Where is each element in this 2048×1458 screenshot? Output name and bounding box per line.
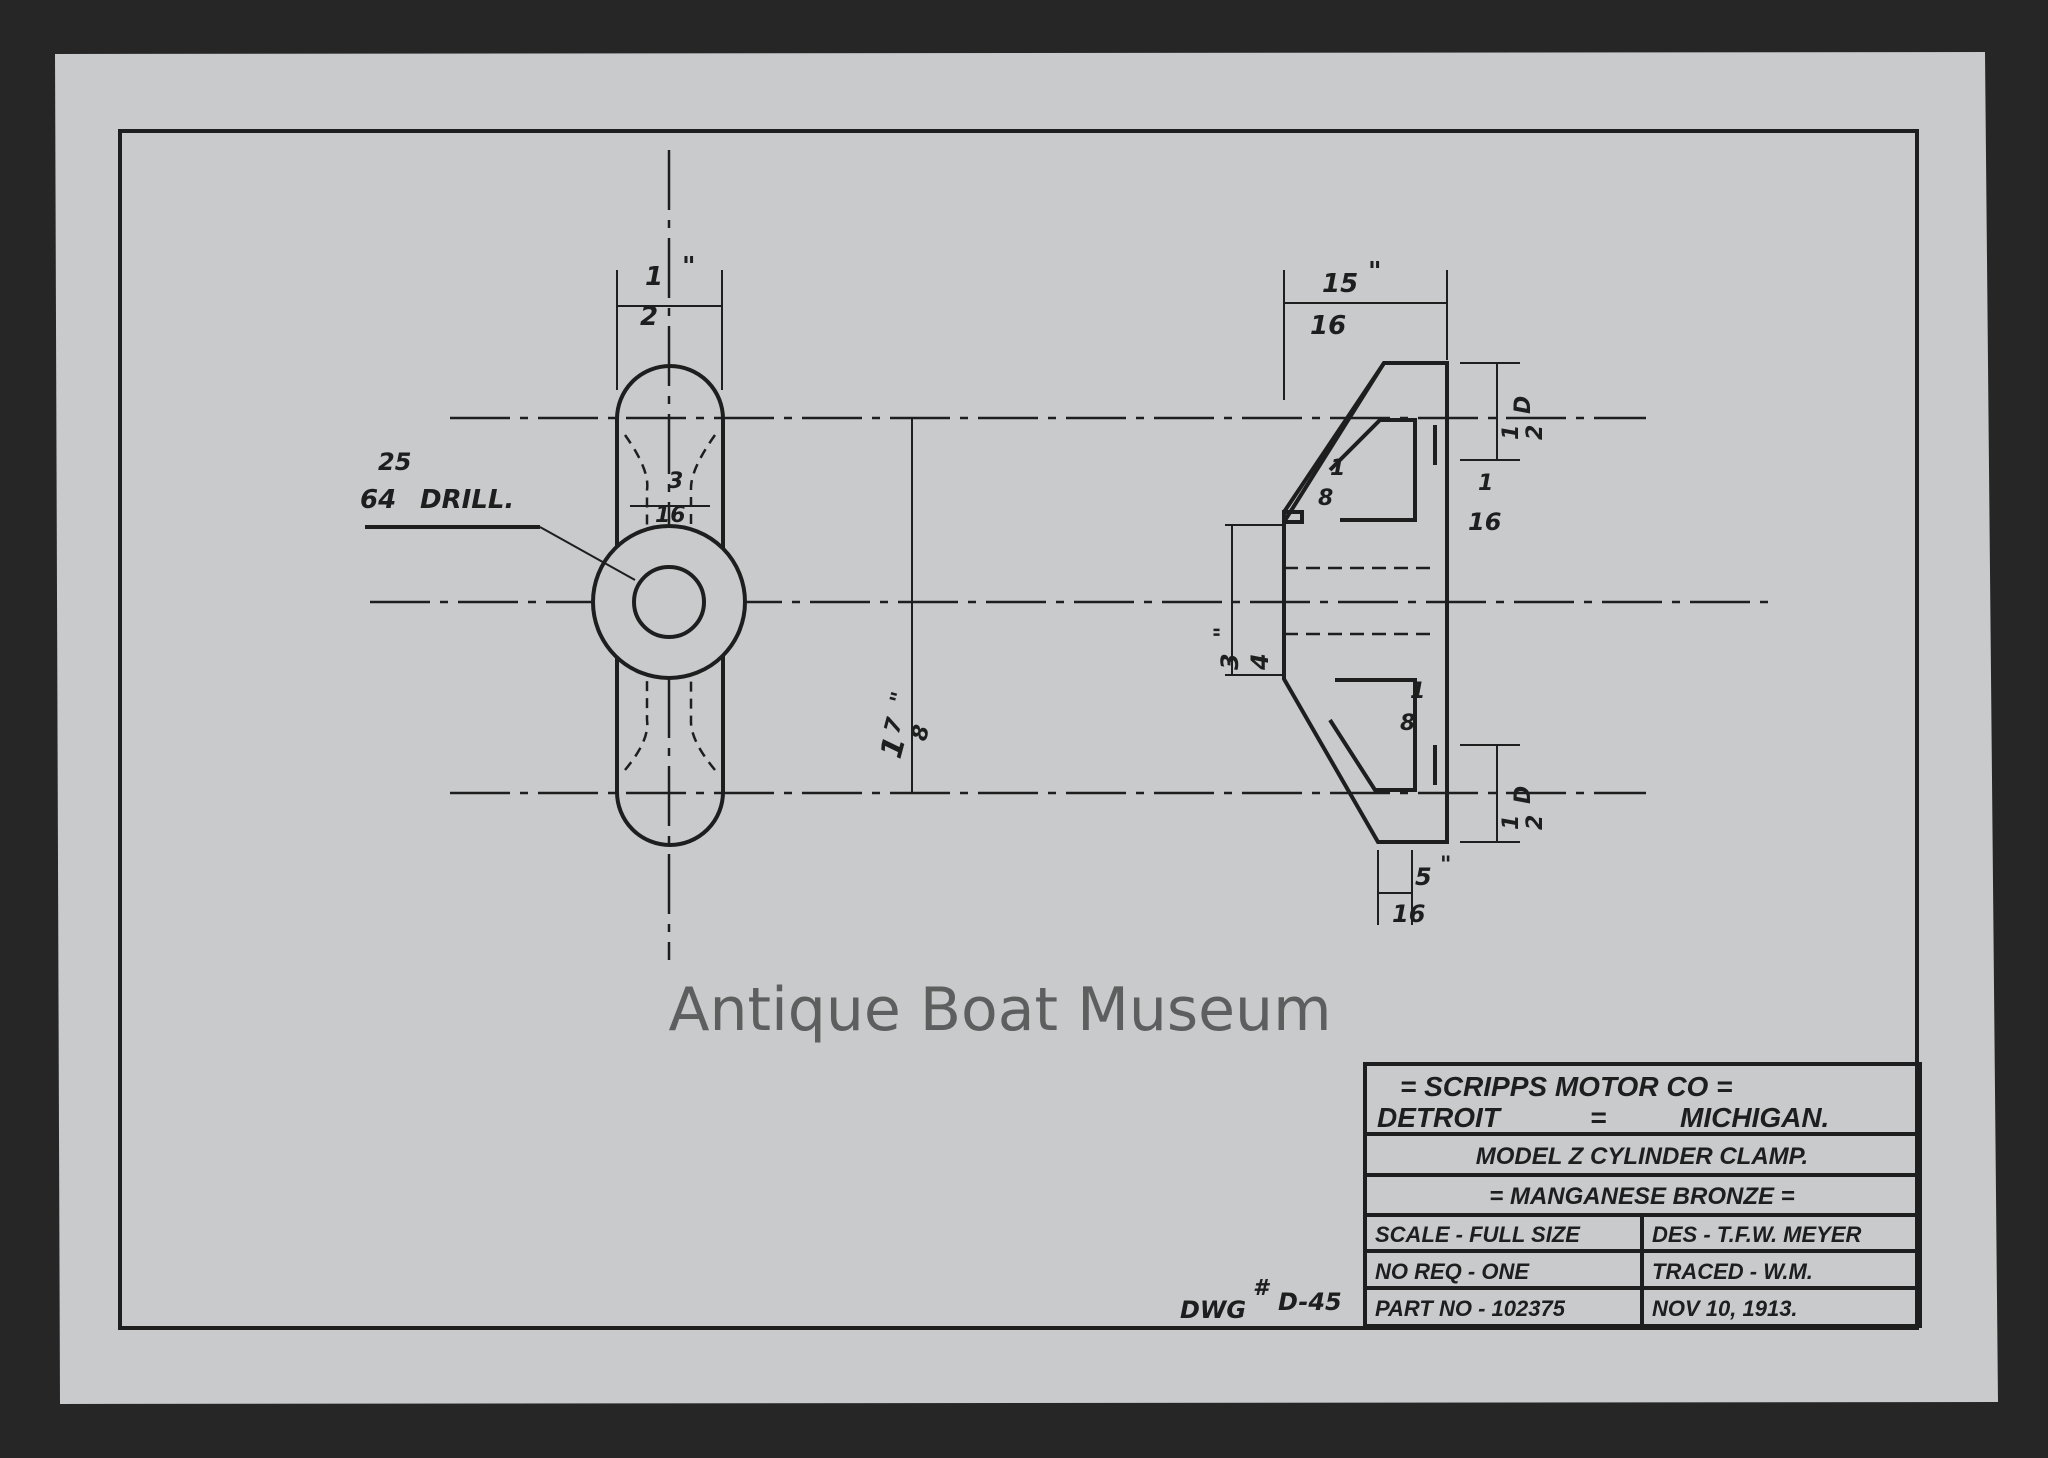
left-dimension-text: 1 2 " 3 16 25 64 DRILL. 1 7 8 " xyxy=(360,252,935,762)
right-dimension-lines xyxy=(1225,270,1520,925)
center-dim-num: 7 xyxy=(880,714,908,736)
step-dim-den: 16 xyxy=(1468,508,1501,536)
gap-dim-den: 4 xyxy=(1246,653,1274,671)
top-right-dim-den: 2 xyxy=(1523,425,1548,440)
bottom-right-dim-suffix: D xyxy=(1511,786,1536,804)
bottom-right-dim-den: 2 xyxy=(1523,815,1548,830)
dwg-mark: # xyxy=(1253,1276,1271,1301)
base-dim-num: 5 xyxy=(1415,863,1432,891)
base-dim-den: 16 xyxy=(1392,900,1425,928)
dwg-prefix: DWG xyxy=(1180,1296,1246,1324)
title-date: NOV 10, 1913. xyxy=(1652,1296,1798,1321)
drawing-number: DWG # D-45 xyxy=(1180,1276,1342,1324)
depth-dim-den: 16 xyxy=(1310,311,1346,341)
drill-num: 25 xyxy=(378,448,411,476)
width-dim-num: 1 xyxy=(645,262,663,292)
gap-dim-unit: " xyxy=(1211,627,1236,638)
web-dim-den: 16 xyxy=(655,503,686,528)
rib-bottom-num: 1 xyxy=(1410,679,1425,704)
center-dim-den: 8 xyxy=(907,722,935,743)
rib-bottom-den: 8 xyxy=(1400,711,1415,736)
title-traced: TRACED - W.M. xyxy=(1652,1259,1813,1284)
left-dimension-lines xyxy=(365,270,913,793)
clamp-side-view xyxy=(1282,361,1449,844)
rib-top-den: 8 xyxy=(1318,486,1333,511)
title-designer: DES - T.F.W. MEYER xyxy=(1652,1222,1862,1247)
drawing-border xyxy=(118,129,1919,1330)
title-part-no: PART NO - 102375 xyxy=(1375,1296,1566,1321)
title-scale: SCALE - FULL SIZE xyxy=(1375,1222,1581,1247)
title-company: = SCRIPPS MOTOR CO = xyxy=(1400,1071,1732,1102)
bottom-right-dim-num: 1 xyxy=(1499,815,1524,830)
base-dim-unit: " xyxy=(1440,853,1451,878)
rib-top-num: 1 xyxy=(1330,456,1345,481)
step-dim-num: 1 xyxy=(1478,471,1493,496)
width-dim-den: 2 xyxy=(640,302,658,332)
title-block: = SCRIPPS MOTOR CO = DETROIT = MICHIGAN.… xyxy=(1363,1062,1922,1328)
right-dimension-text: 15 16 " 1 2 D 1 8 1 16 3 4 " 1 8 1 2 D 5… xyxy=(1211,257,1548,928)
title-separator: = xyxy=(1590,1102,1606,1133)
dwg-number: D-45 xyxy=(1278,1288,1342,1316)
web-dim-num: 3 xyxy=(668,469,683,494)
title-material: = MANGANESE BRONZE = xyxy=(1489,1183,1794,1210)
drill-den: 64 xyxy=(360,485,396,515)
title-state: MICHIGAN. xyxy=(1680,1102,1829,1133)
gap-dim-num: 3 xyxy=(1216,653,1244,670)
title-part-name: MODEL Z CYLINDER CLAMP. xyxy=(1476,1143,1808,1170)
title-quantity: NO REQ - ONE xyxy=(1375,1259,1530,1284)
depth-dim-unit: " xyxy=(1368,257,1382,287)
clamp-front-view xyxy=(591,364,747,847)
top-right-dim-num: 1 xyxy=(1499,425,1524,440)
depth-dim-num: 15 xyxy=(1322,269,1358,299)
top-right-dim-suffix: D xyxy=(1511,396,1536,414)
width-dim-unit: " xyxy=(682,252,696,282)
title-city: DETROIT xyxy=(1377,1102,1503,1133)
drill-label: DRILL. xyxy=(420,485,514,515)
watermark: Antique Boat Museum xyxy=(668,975,1331,1045)
